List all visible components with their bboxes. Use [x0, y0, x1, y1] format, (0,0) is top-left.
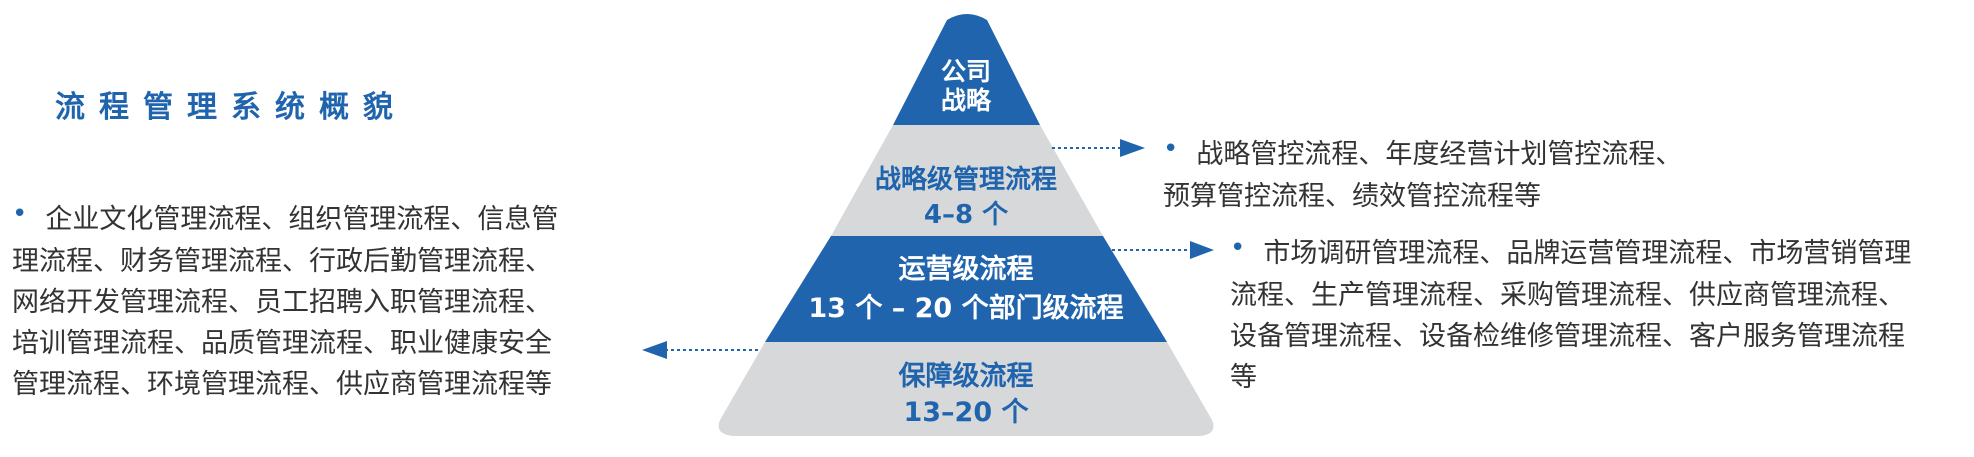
arrow-to-strategic-list — [1052, 139, 1145, 157]
apex-label-line1: 公司 — [941, 57, 991, 86]
list-line: 管理流程、环境管理流程、供应商管理流程等 — [12, 369, 552, 400]
list-line: 流程、生产管理流程、采购管理流程、供应商管理流程、 — [1230, 280, 1905, 311]
strategic-label-line2: 4–8 个 — [924, 200, 1009, 230]
list-line: •战略管控流程、年度经营计划管控流程、 — [1163, 134, 1683, 170]
list-line: 网络开发管理流程、员工招聘入职管理流程、 — [12, 287, 552, 318]
operational-label-line1: 运营级流程 — [899, 253, 1034, 285]
list-line: 设备管理流程、设备检维修管理流程、客户服务管理流程 — [1230, 321, 1905, 352]
support-label-line2: 13–20 个 — [903, 397, 1029, 428]
tier-apex — [893, 14, 1040, 125]
arrow-to-operational-list — [1112, 241, 1214, 259]
bullet-icon: • — [1230, 233, 1246, 263]
strategic-process-list: •战略管控流程、年度经营计划管控流程、 预算管控流程、绩效管控流程等 — [1163, 134, 1763, 217]
operational-process-list: •市场调研管理流程、品牌运营管理流程、市场营销管理 流程、生产管理流程、采购管理… — [1230, 233, 1970, 398]
tier-operational — [765, 236, 1167, 342]
page-title: 流程管理系统概貌 — [55, 90, 407, 125]
list-line: 培训管理流程、品质管理流程、职业健康安全 — [12, 328, 552, 359]
support-process-list: •企业文化管理流程、组织管理流程、信息管 理流程、财务管理流程、行政后勤管理流程… — [12, 199, 612, 405]
apex-label-line2: 战略 — [941, 86, 992, 115]
strategic-label-line1: 战略级管理流程 — [875, 164, 1057, 195]
arrow-to-support-list — [642, 341, 760, 359]
bullet-icon: • — [12, 199, 28, 229]
operational-label-line2: 13 个 – 20 个部门级流程 — [808, 292, 1123, 324]
tier-strategic — [831, 125, 1103, 236]
tier-support — [718, 342, 1214, 436]
bullet-icon: • — [1163, 134, 1179, 164]
list-line: 预算管控流程、绩效管控流程等 — [1163, 181, 1541, 212]
list-line: •市场调研管理流程、品牌运营管理流程、市场营销管理 — [1230, 233, 1912, 269]
list-line: 等 — [1230, 362, 1257, 393]
list-line: •企业文化管理流程、组织管理流程、信息管 — [12, 199, 559, 235]
support-label-line1: 保障级流程 — [898, 360, 1034, 392]
list-line: 理流程、财务管理流程、行政后勤管理流程、 — [12, 246, 552, 277]
